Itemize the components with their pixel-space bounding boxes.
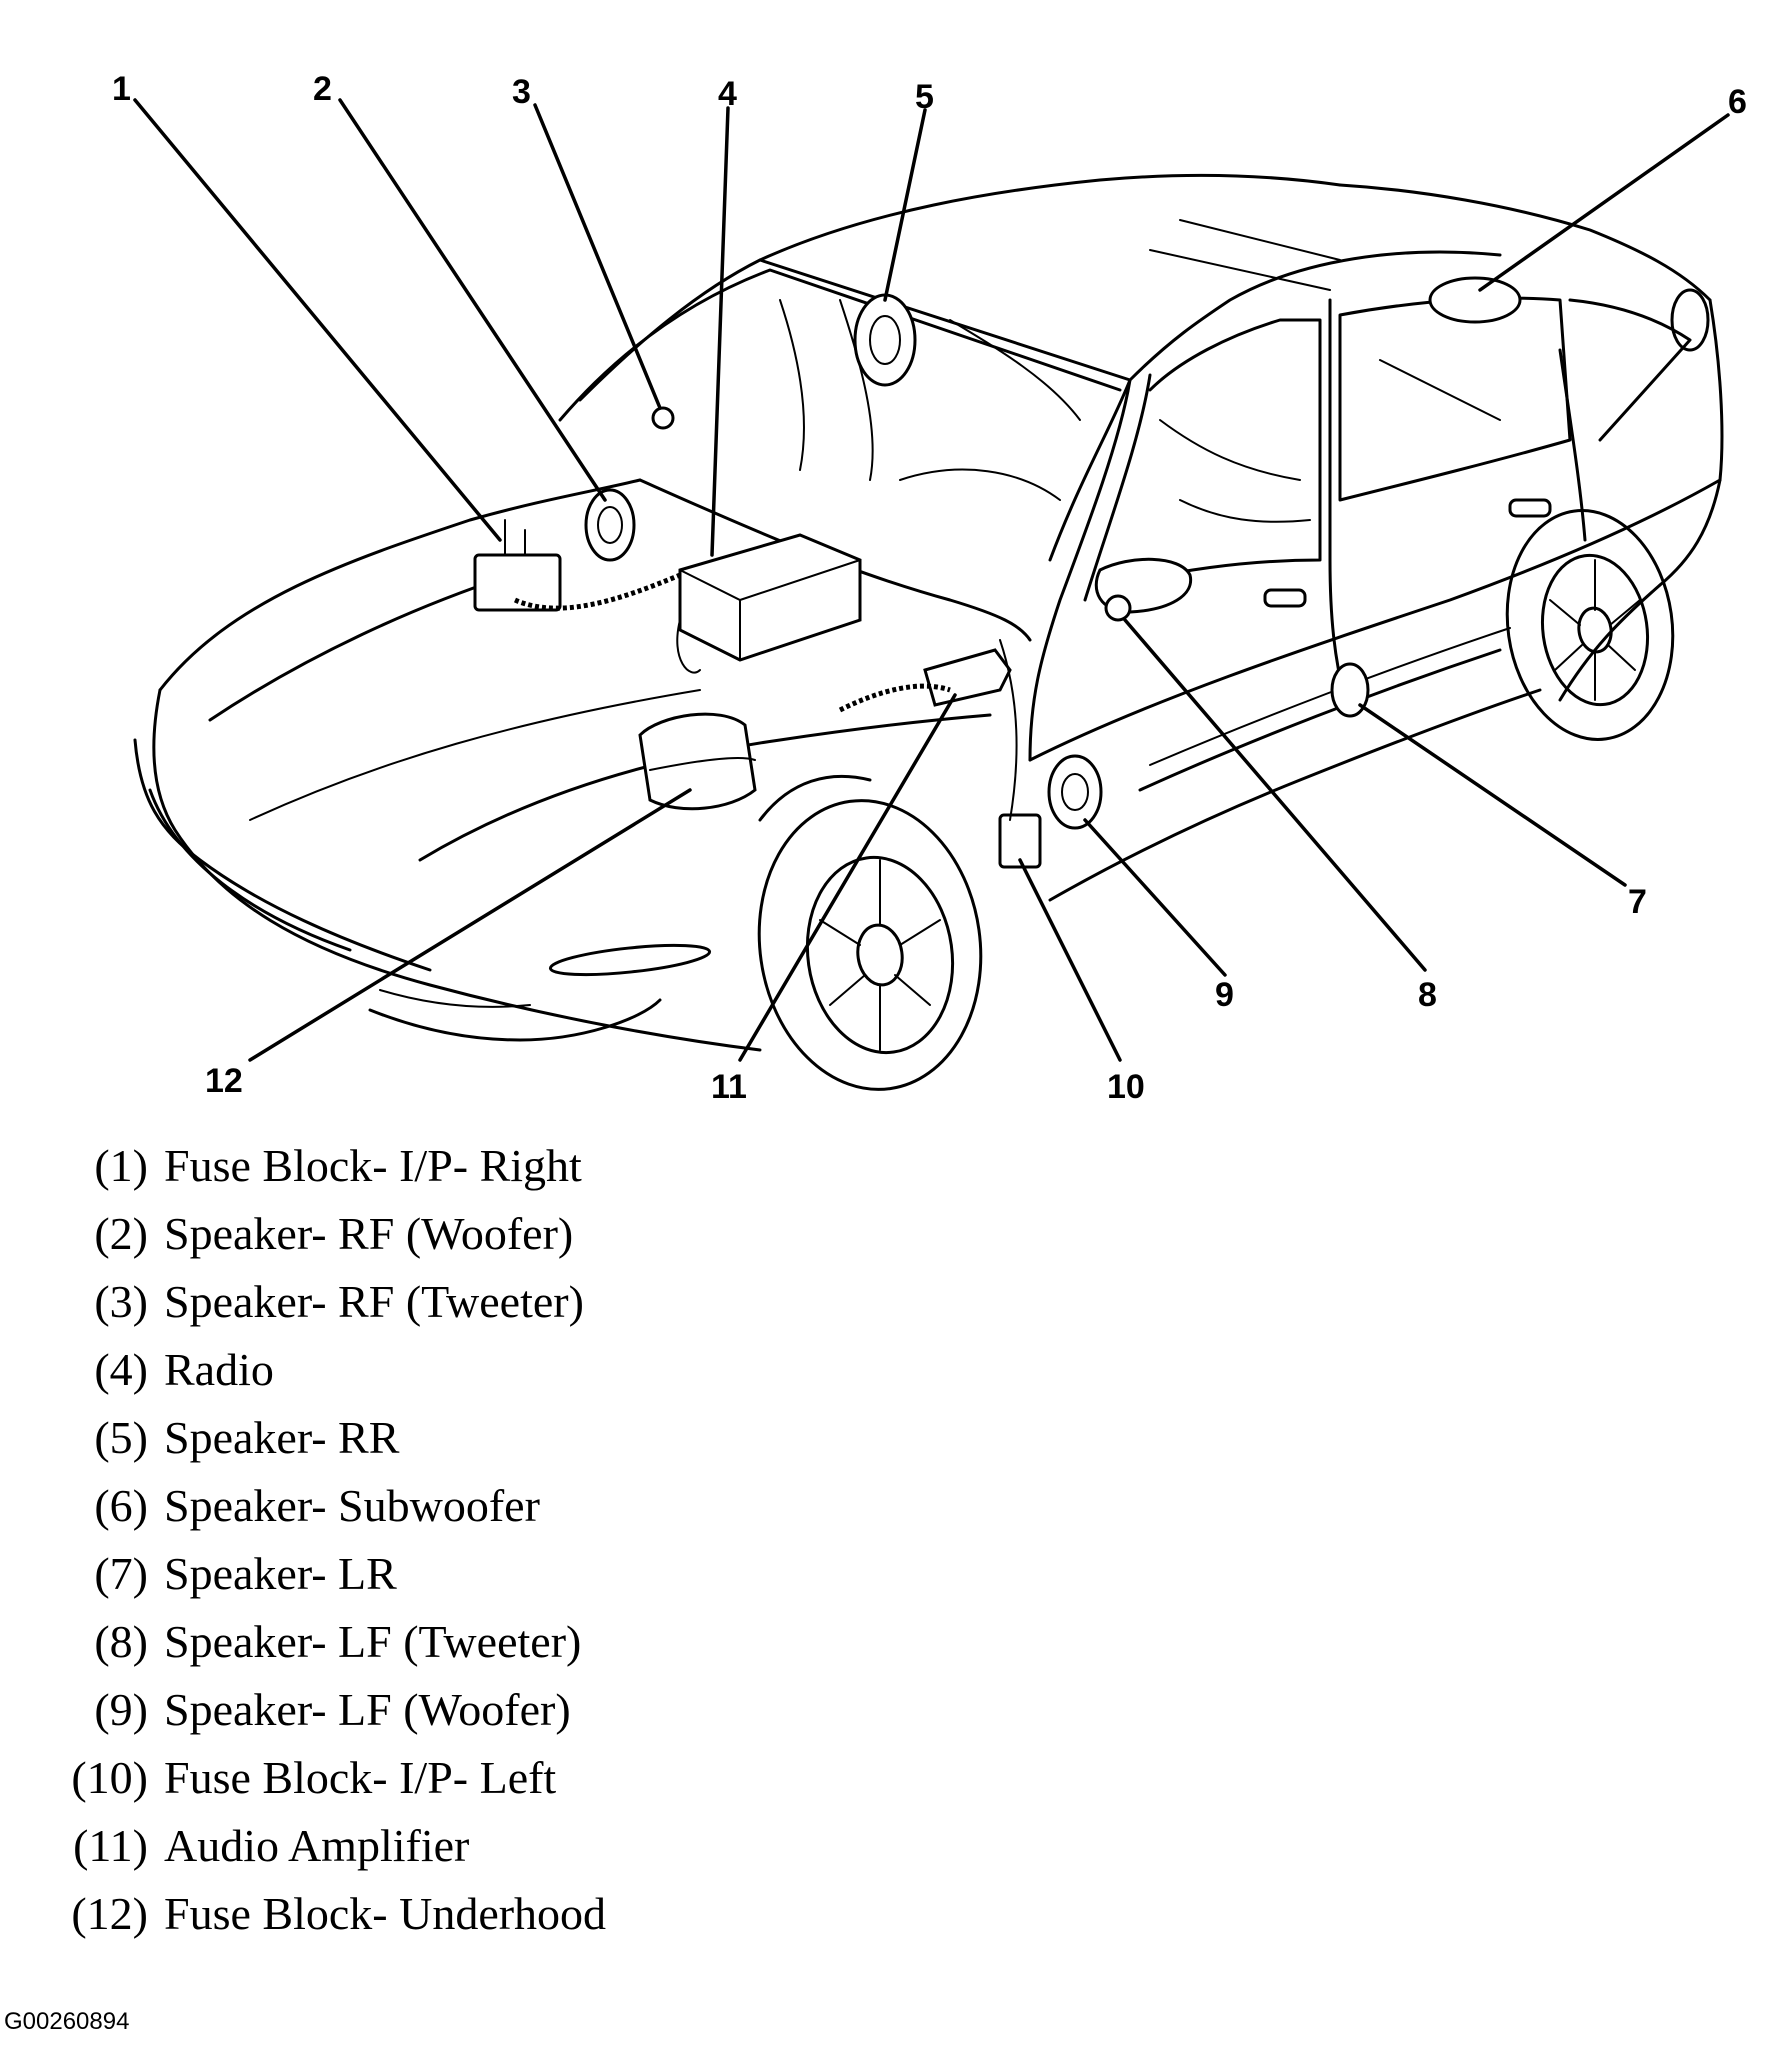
- legend-item: (7) Speaker- LR: [52, 1540, 952, 1608]
- legend-label: Speaker- RF (Woofer): [164, 1208, 574, 1259]
- legend-label: Speaker- Subwoofer: [164, 1480, 540, 1531]
- legend-label: Speaker- RF (Tweeter): [164, 1276, 584, 1327]
- callout-5: 5: [915, 78, 934, 116]
- legend-code: (3): [94, 1276, 148, 1327]
- legend-code: (4): [94, 1344, 148, 1395]
- callout-4: 4: [718, 75, 737, 113]
- legend-label: Speaker- LR: [164, 1548, 397, 1599]
- legend-item: (9) Speaker- LF (Woofer): [52, 1676, 952, 1744]
- legend-item: (1) Fuse Block- I/P- Right: [52, 1132, 952, 1200]
- legend-item: (3) Speaker- RF (Tweeter): [52, 1268, 952, 1336]
- callout-numbers: 1 2 3 4 5 6 7 8 9 10 11 12: [112, 70, 1747, 1106]
- callout-1: 1: [112, 70, 131, 108]
- legend-item: (11) Audio Amplifier: [52, 1812, 952, 1880]
- legend-code: (12): [71, 1888, 148, 1939]
- legend-code: (2): [94, 1208, 148, 1259]
- legend-code: (1): [94, 1140, 148, 1191]
- legend-code: (7): [94, 1548, 148, 1599]
- legend-item: (5) Speaker- RR: [52, 1404, 952, 1472]
- callout-8: 8: [1418, 976, 1437, 1014]
- callout-3: 3: [512, 73, 531, 111]
- car-body-outline: [133, 173, 1724, 1052]
- legend-label: Speaker- LF (Woofer): [164, 1684, 571, 1735]
- legend-label: Speaker- RR: [164, 1412, 400, 1463]
- callout-12: 12: [205, 1062, 243, 1100]
- callout-leader-lines: [133, 98, 1730, 1062]
- callout-2: 2: [313, 70, 332, 108]
- legend-label: Radio: [164, 1344, 274, 1395]
- legend-code: (10): [71, 1752, 148, 1803]
- legend-label: Fuse Block- I/P- Right: [164, 1140, 582, 1191]
- legend-item: (12) Fuse Block- Underhood: [52, 1880, 952, 1948]
- legend-label: Audio Amplifier: [164, 1820, 470, 1871]
- legend-code: (11): [73, 1820, 148, 1871]
- front-wheel: [757, 774, 983, 1091]
- legend-label: Fuse Block- Underhood: [164, 1888, 607, 1939]
- legend-item: (4) Radio: [52, 1336, 952, 1404]
- rear-wheel: [1505, 509, 1675, 741]
- legend-item: (2) Speaker- RF (Woofer): [52, 1200, 952, 1268]
- callout-6: 6: [1728, 83, 1747, 121]
- legend-code: (6): [94, 1480, 148, 1531]
- legend-code: (8): [94, 1616, 148, 1667]
- legend-code: (5): [94, 1412, 148, 1463]
- legend-item: (6) Speaker- Subwoofer: [52, 1472, 952, 1540]
- callout-11: 11: [711, 1068, 747, 1106]
- callout-9: 9: [1215, 976, 1234, 1014]
- legend-code: (9): [94, 1684, 148, 1735]
- legend-label: Speaker- LF (Tweeter): [164, 1616, 582, 1667]
- legend-item: (8) Speaker- LF (Tweeter): [52, 1608, 952, 1676]
- component-legend: (1) Fuse Block- I/P- Right (2) Speaker- RF…: [52, 1132, 952, 1948]
- component-parts: [473, 276, 1522, 869]
- figure-id: G00260894: [4, 2008, 130, 2035]
- callout-10: 10: [1107, 1068, 1145, 1106]
- legend-item: (10) Fuse Block- I/P- Left: [52, 1744, 952, 1812]
- car-audio-component-locator-diagram: 1 2 3 4 5 6 7 8 9 10 11 12: [112, 70, 1747, 1106]
- legend-label: Fuse Block- I/P- Left: [164, 1752, 557, 1803]
- callout-7: 7: [1628, 883, 1647, 921]
